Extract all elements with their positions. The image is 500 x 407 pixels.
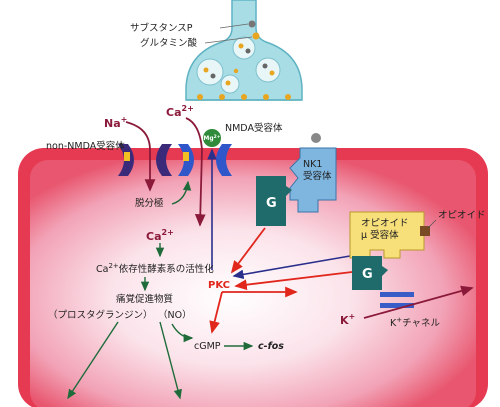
nk1-receptor-label-line2: 受容体 — [303, 170, 332, 182]
k-ion-label: K+ — [340, 312, 355, 327]
nmda-receptor-label: NMDA受容体 — [225, 122, 283, 134]
presynaptic-terminal — [185, 0, 303, 101]
no-label: （NO） — [158, 309, 192, 321]
nk1-receptor-label-line1: NK1 — [303, 159, 322, 170]
g-protein-left-label: G — [266, 196, 277, 211]
vesicle-legend: サブスタンスP グルタミン酸 — [130, 20, 260, 49]
ca-ion-inner-label: Ca2+ — [146, 228, 174, 243]
opioid-ligand — [420, 226, 430, 236]
synaptic-vesicle — [232, 36, 256, 60]
na-ion-label: Na+ — [104, 115, 127, 130]
cgmp-label: cGMP — [194, 341, 221, 352]
nmda-receptor: Mg2+ — [178, 129, 232, 176]
opioid-receptor-label-line2: μ 受容体 — [361, 229, 399, 241]
opioid-receptor-label-line1: オピオイド — [361, 218, 409, 229]
depolarization-label: 脱分極 — [135, 197, 164, 209]
postsynaptic-cell — [18, 148, 488, 407]
cfos-label: c-fos — [258, 341, 284, 352]
mg-ion-symbol: Mg2+ — [203, 134, 220, 142]
opioid-ligand-label: オピオイド — [438, 210, 486, 221]
glutamate-label: グルタミン酸 — [140, 37, 198, 49]
substance-p-label: サブスタンスP — [130, 22, 193, 34]
g-protein-right-label: G — [362, 267, 373, 282]
pkc-label: PKC — [208, 280, 230, 291]
pain-mediators-label: 痛覚促進物質 — [116, 293, 173, 305]
g-protein-left: G — [256, 176, 292, 226]
prostaglandin-label: （プロスタグランジン） — [48, 309, 153, 321]
ca-ion-top-label: Ca2+ — [166, 104, 194, 119]
synaptic-vesicle — [255, 57, 281, 83]
nk1-receptor: NK1 受容体 — [289, 133, 337, 213]
k-channel — [380, 292, 414, 308]
enzyme-activation-label: Ca2+依存性酵素系の活性化 — [96, 262, 214, 275]
magnesium-ion — [203, 129, 221, 147]
non-nmda-receptor — [118, 144, 172, 176]
synaptic-vesicle — [196, 58, 224, 86]
g-protein-right: G — [352, 256, 388, 290]
k-channel-label: K+チャネル — [390, 316, 441, 329]
substance-p-ligand — [311, 133, 321, 143]
non-nmda-receptor-label: non-NMDA受容体 — [46, 140, 125, 152]
